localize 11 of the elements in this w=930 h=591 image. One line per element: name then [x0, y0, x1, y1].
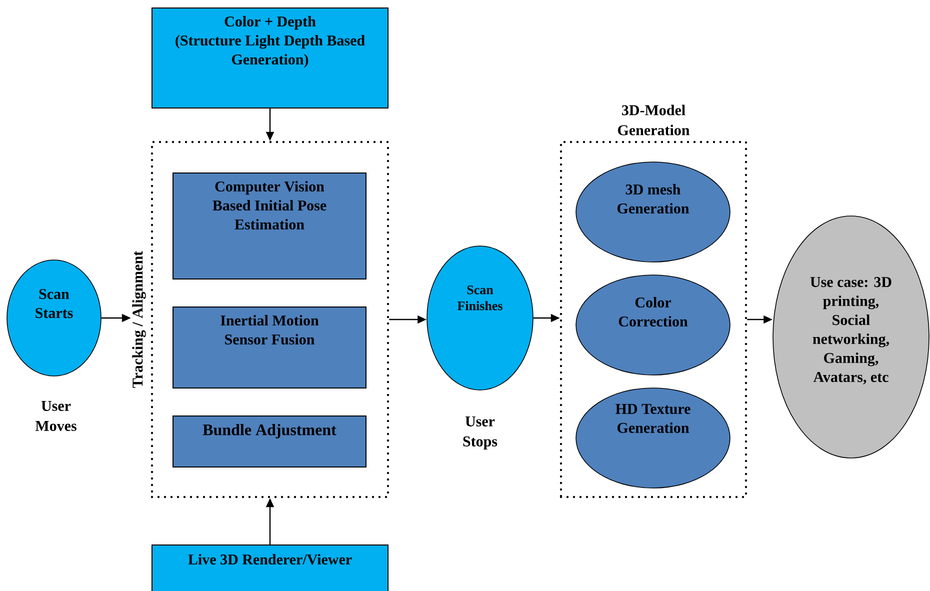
- dotted-group-frame: [560, 104, 748, 498]
- input-box: Color + Depth (Structure Light Depth Based Generation): [152, 8, 388, 108]
- process-box: Bundle Adjustment: [172, 416, 366, 468]
- group-heading: 3D-Model Generation: [618, 104, 690, 136]
- group-heading: Tracking / Alignment: [132, 250, 146, 388]
- process-box: Inertial Motion Sensor Fusion: [172, 306, 366, 388]
- caption-text: User Moves: [35, 401, 76, 431]
- caption-text: User Stops: [463, 416, 498, 450]
- dotted-group-frame: [132, 140, 390, 498]
- output-box: Live 3D Renderer/Viewer: [152, 544, 388, 591]
- process-box: Computer Vision Based Initial Pose Estimation: [172, 172, 366, 280]
